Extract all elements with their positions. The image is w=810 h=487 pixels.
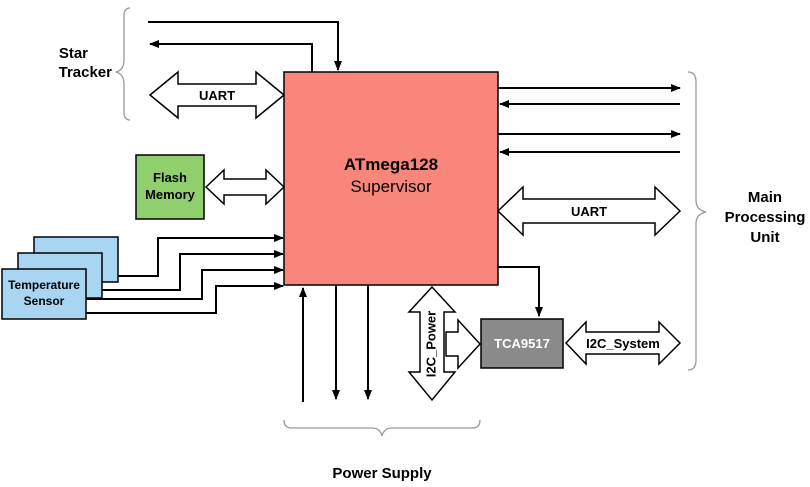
- uart-left-label: UART: [199, 88, 235, 103]
- power-supply-label: Power Supply: [332, 465, 432, 482]
- mcu-role: Supervisor: [350, 177, 432, 196]
- temperature-sensor-front: [1, 268, 87, 320]
- i2c-system-double-arrow: [564, 320, 682, 366]
- temperature-label-line2: Sensor: [24, 294, 65, 308]
- sensor-arrow-1: [118, 234, 284, 277]
- sensor-arrow-2: [102, 250, 284, 291]
- tca9517-label: TCA9517: [494, 336, 550, 351]
- i2c-system-label: I2C_System: [586, 336, 660, 351]
- star-tracker-label-line1: Star: [59, 45, 88, 62]
- main-processing-label-line3: Unit: [750, 229, 779, 246]
- flash-memory-box: [135, 154, 205, 220]
- flash-double-arrow: [204, 168, 286, 206]
- i2c-power-to-tca-arrow: [445, 318, 482, 370]
- power-supply-brace: [283, 419, 481, 437]
- main-processing-label-line2: Processing: [725, 209, 806, 226]
- temperature-label-line1: Temperature: [8, 278, 80, 292]
- star-tracker-brace: [115, 7, 131, 121]
- mcu-to-star-tracker-arrow: [149, 40, 313, 72]
- mcu-box: [283, 71, 499, 286]
- main-processing-brace: [687, 71, 707, 371]
- sensor-arrow-4: [86, 282, 284, 314]
- uart-right-label: UART: [571, 204, 607, 219]
- i2c-power-label: I2C_Power: [423, 311, 438, 377]
- mcu-to-tca-arrow: [498, 266, 543, 317]
- star-tracker-to-mcu-arrow: [148, 21, 342, 71]
- mcu-name: ATmega128: [344, 155, 438, 174]
- flash-label-line2: Memory: [145, 187, 196, 202]
- flash-label-line1: Flash: [153, 170, 187, 185]
- uart-right-double-arrow: [496, 185, 682, 237]
- tca9517-box: [480, 318, 564, 369]
- sensor-arrow-3: [86, 266, 284, 300]
- main-processing-label-line1: Main: [748, 189, 782, 206]
- star-tracker-label-line2: Tracker: [59, 64, 113, 81]
- i2c-power-double-arrow: [407, 285, 457, 402]
